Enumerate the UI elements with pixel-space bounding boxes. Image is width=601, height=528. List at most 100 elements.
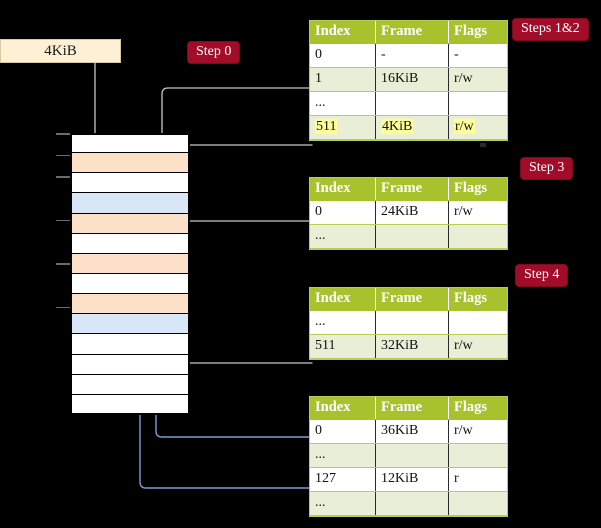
column-header-flags: Flags <box>448 288 507 311</box>
column-header-frame: Frame <box>375 178 449 201</box>
cell-flags: r/w <box>448 200 507 225</box>
table-header-row: Index Frame Flags <box>310 397 507 420</box>
memory-row[interactable] <box>70 133 190 154</box>
cell-frame: - <box>375 43 449 68</box>
page-table-level-0: Index Frame Flags 0 - - 1 16KiB r/w ... <box>310 21 507 140</box>
cell-index: ... <box>310 491 376 516</box>
cell-flags: - <box>448 43 507 68</box>
cell-flags: r/w <box>448 67 507 92</box>
page-table-level-1: Index Frame Flags 0 24KiB r/w ... <box>310 178 507 249</box>
cell-flags <box>448 491 507 516</box>
memory-row[interactable] <box>70 314 190 335</box>
cell-index: 0 <box>310 419 376 444</box>
table-row[interactable]: 127 12KiB r <box>310 467 507 492</box>
memory-row[interactable] <box>70 233 190 254</box>
column-header-flags: Flags <box>448 178 507 201</box>
cell-frame: 24KiB <box>375 200 449 225</box>
cell-frame: 16KiB <box>375 67 449 92</box>
memory-tick <box>56 306 70 309</box>
memory-row[interactable] <box>70 374 190 395</box>
cell-index: 1 <box>310 67 376 92</box>
cell-index: 0 <box>310 43 376 68</box>
cell-flags <box>448 310 507 335</box>
cell-frame: 12KiB <box>375 467 449 492</box>
table-header-row: Index Frame Flags <box>310 21 507 44</box>
cell-frame <box>375 91 449 116</box>
cell-frame: 32KiB <box>375 334 449 359</box>
table-row[interactable]: 0 36KiB r/w <box>310 419 507 444</box>
cell-flags: r/w <box>448 334 507 359</box>
memory-row[interactable] <box>70 173 190 194</box>
table-header-row: Index Frame Flags <box>310 288 507 311</box>
table-row[interactable]: ... <box>310 310 507 335</box>
column-header-index: Index <box>310 21 376 44</box>
table-row[interactable]: 1 16KiB r/w <box>310 67 507 92</box>
cell-flags: r <box>448 467 507 492</box>
column-header-flags: Flags <box>448 397 507 420</box>
cell-frame <box>375 443 449 468</box>
badge-steps-1-2: Steps 1&2 <box>513 19 588 40</box>
cell-flags <box>448 224 507 249</box>
badge-step-4: Step 4 <box>516 265 568 286</box>
column-header-index: Index <box>310 178 376 201</box>
cell-flags: r/w <box>448 115 507 140</box>
cell-frame <box>375 224 449 249</box>
cell-index: ... <box>310 310 376 335</box>
memory-tick <box>56 176 70 178</box>
source-frame-label: 4KiB <box>44 43 77 59</box>
cell-frame: 36KiB <box>375 419 449 444</box>
memory-row[interactable] <box>70 153 190 174</box>
cell-frame: 4KiB <box>375 115 449 140</box>
column-header-index: Index <box>310 397 376 420</box>
cell-flags: r/w <box>448 419 507 444</box>
column-header-frame: Frame <box>375 397 449 420</box>
memory-row[interactable] <box>70 394 190 415</box>
cell-index: 511 <box>310 115 376 140</box>
table-row-highlighted[interactable]: 511 4KiB r/w <box>310 115 507 140</box>
table-row[interactable]: ... <box>310 224 507 249</box>
table-row[interactable]: 511 32KiB r/w <box>310 334 507 359</box>
cell-frame <box>375 310 449 335</box>
memory-right-edge <box>188 133 190 415</box>
memory-row[interactable] <box>70 253 190 274</box>
cell-index: 127 <box>310 467 376 492</box>
memory-row[interactable] <box>70 193 190 214</box>
memory-tick <box>56 219 70 222</box>
memory-row[interactable] <box>70 294 190 315</box>
cell-frame <box>375 491 449 516</box>
memory-row[interactable] <box>70 213 190 234</box>
cell-index: ... <box>310 224 376 249</box>
table-header-row: Index Frame Flags <box>310 178 507 201</box>
source-frame-box: 4KiB <box>0 39 121 63</box>
table-row[interactable]: ... <box>310 91 507 116</box>
table-row[interactable]: 0 24KiB r/w <box>310 200 507 225</box>
cell-index: ... <box>310 91 376 116</box>
memory-top-edge <box>70 133 190 135</box>
page-table-level-3: Index Frame Flags 0 36KiB r/w ... 127 12… <box>310 397 507 516</box>
badge-step-3: Step 3 <box>521 158 573 179</box>
cell-index: 0 <box>310 200 376 225</box>
table-row[interactable]: ... <box>310 491 507 516</box>
memory-row[interactable] <box>70 354 190 375</box>
physical-memory-column <box>70 133 190 415</box>
table-row[interactable]: 0 - - <box>310 43 507 68</box>
table-row[interactable]: ... <box>310 443 507 468</box>
memory-tick <box>56 263 70 265</box>
column-header-frame: Frame <box>375 21 449 44</box>
memory-tick <box>56 154 70 157</box>
column-header-flags: Flags <box>448 21 507 44</box>
column-header-index: Index <box>310 288 376 311</box>
page-table-level-2: Index Frame Flags ... 511 32KiB r/w <box>310 288 507 359</box>
column-header-frame: Frame <box>375 288 449 311</box>
memory-tick <box>56 133 70 135</box>
cell-index: ... <box>310 443 376 468</box>
memory-row[interactable] <box>70 274 190 295</box>
cell-index: 511 <box>310 334 376 359</box>
memory-row[interactable] <box>70 334 190 355</box>
badge-step-0: Step 0 <box>188 42 240 63</box>
cell-flags <box>448 443 507 468</box>
memory-left-edge <box>70 133 72 415</box>
cell-flags <box>448 91 507 116</box>
table-connector-stub <box>480 143 486 147</box>
